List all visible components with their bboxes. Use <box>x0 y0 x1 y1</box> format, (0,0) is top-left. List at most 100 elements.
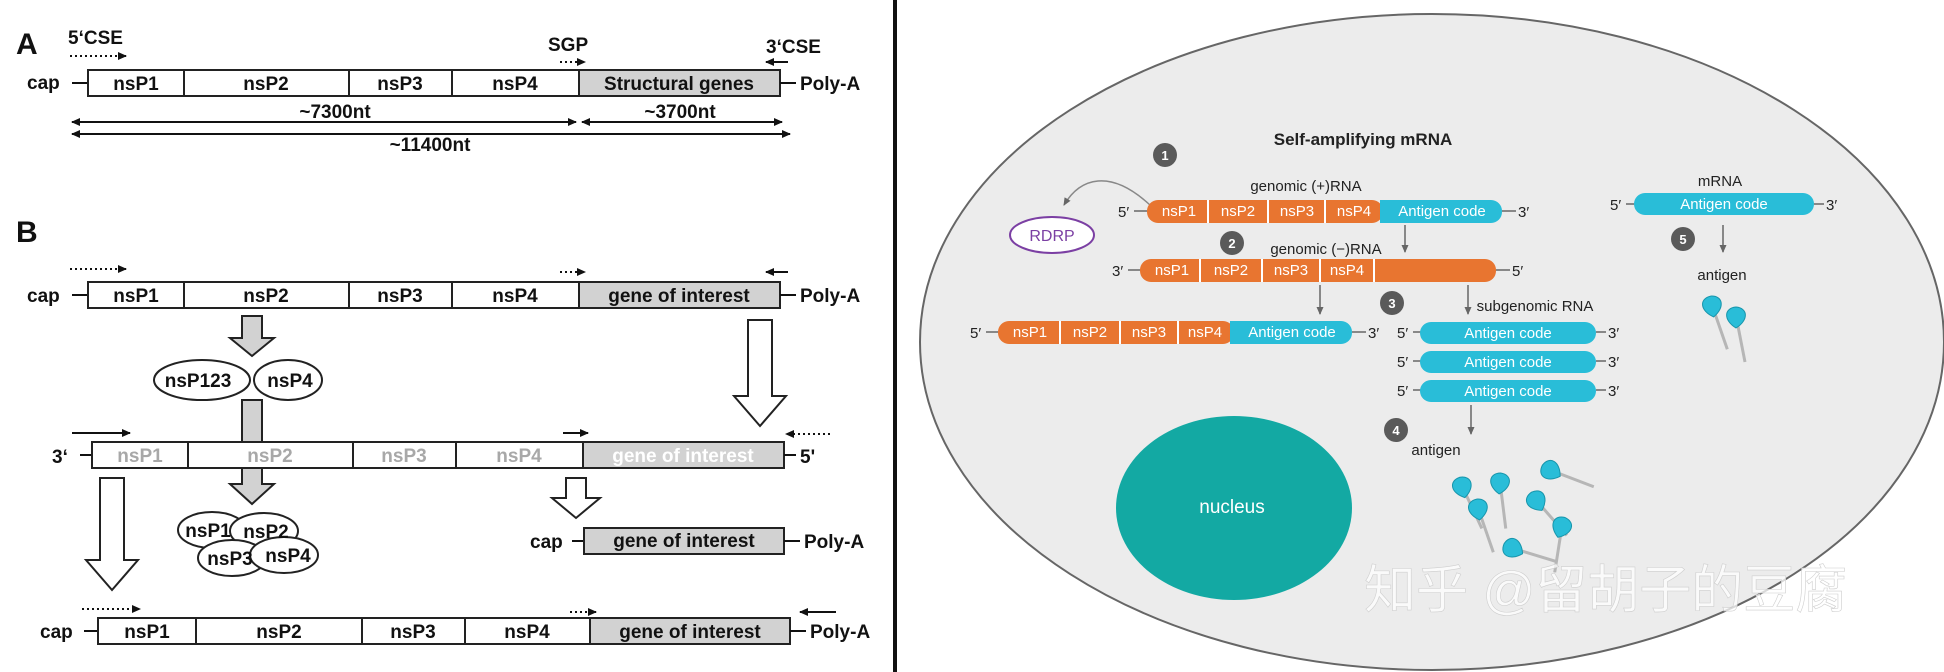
strand-3prime: 3′ <box>1608 383 1619 400</box>
genomic-plus-label: genomic (+)RNA <box>1250 178 1361 195</box>
cluster-label: nsP4 <box>265 546 311 567</box>
antigen-label: antigen <box>1697 267 1746 284</box>
title: Self-amplifying mRNA <box>1274 130 1453 149</box>
panel-left: A 5‘CSE SGP 3‘CSE cap nsP1 nsP2 nsP3 nsP… <box>0 0 893 672</box>
polya-label: Poly-A <box>800 286 860 307</box>
cluster-label: nsP1 <box>185 521 231 542</box>
mrna-strand <box>1634 193 1814 215</box>
cap-label: cap <box>530 532 563 553</box>
gene-box-goi <box>589 617 791 645</box>
gene-label: nsP2 <box>256 622 301 643</box>
segment-label: nsP1 <box>1155 262 1189 279</box>
end3-label: 3‘ <box>52 447 68 468</box>
rdrp-oval <box>1009 216 1095 254</box>
polya-label: Poly-A <box>810 622 870 643</box>
gene-label: nsP4 <box>496 446 542 467</box>
segment-label: nsP4 <box>1330 262 1364 279</box>
step-number: 1 <box>1161 148 1168 163</box>
cse5-label: 5‘CSE <box>68 28 123 49</box>
gene-label: nsP1 <box>124 622 170 643</box>
subgenomic-arrow <box>549 477 603 520</box>
step-badge <box>1671 227 1695 251</box>
gene-label: nsP1 <box>113 286 159 307</box>
gene-box-nsp3 <box>348 281 453 309</box>
gene-box-nsp2 <box>195 617 363 645</box>
segment-label: nsP2 <box>1073 324 1107 341</box>
gene-box-nsp1 <box>91 441 189 469</box>
strand-5prime: 5′ <box>1118 204 1129 221</box>
step-badge <box>1220 231 1244 255</box>
nsp123-oval <box>153 359 251 401</box>
rdrp-arrow <box>1063 180 1151 206</box>
panel-b-label: B <box>16 216 38 249</box>
gene-label: nsP3 <box>377 74 422 95</box>
goi-label: gene of interest <box>608 286 750 307</box>
replicated-genomic-strand <box>998 321 1234 344</box>
gene-label: nsP1 <box>113 74 159 95</box>
watermark: 知乎 @留胡子的豆腐 <box>1364 562 1847 620</box>
subgenomic-strand: 5′ Antigen code 3′ <box>1397 351 1619 373</box>
minus-strand-arrow <box>731 319 789 428</box>
strand-3prime: 3′ <box>1826 197 1837 214</box>
mrna-label: mRNA <box>1698 173 1742 190</box>
step-badge <box>1153 143 1177 167</box>
goi-label: gene of interest <box>613 531 755 552</box>
gene-label: nsP2 <box>243 74 288 95</box>
strand-5prime: 5′ <box>1397 325 1408 342</box>
step-number: 4 <box>1392 423 1400 438</box>
polya-label: Poly-A <box>804 532 864 553</box>
step-number: 3 <box>1388 296 1395 311</box>
nsp123-label: nsP123 <box>165 371 232 392</box>
sgp-label: SGP <box>548 35 588 56</box>
rdrp-label: RDRP <box>1029 228 1074 245</box>
cluster-oval-nsp4 <box>249 536 319 574</box>
step-badge <box>1384 418 1408 442</box>
subgenomic-label: subgenomic RNA <box>1477 298 1594 315</box>
antigen-code-segment <box>1230 321 1352 344</box>
strand-3prime: 3′ <box>1608 325 1619 342</box>
segment-label: nsP1 <box>1162 203 1196 220</box>
antigen-code-segment <box>1380 200 1502 223</box>
subgenomic-strand: 5′ Antigen code 3′ <box>1397 322 1619 344</box>
gene-box-nsp2 <box>183 281 350 309</box>
gene-box-goi <box>578 281 781 309</box>
end5-label: 5' <box>800 447 815 468</box>
strand-3prime: 3′ <box>1608 354 1619 371</box>
gene-box-nsp2 <box>187 441 354 469</box>
cse3-label: 3‘CSE <box>766 37 821 58</box>
segment-label: Antigen code <box>1464 383 1552 400</box>
segment-label: nsP2 <box>1221 203 1255 220</box>
segment-label: Antigen code <box>1464 354 1552 371</box>
step-badge <box>1380 291 1404 315</box>
step-number: 5 <box>1679 232 1686 247</box>
strand-5prime: 5′ <box>1397 383 1408 400</box>
nucleus-label: nucleus <box>1199 497 1265 518</box>
panel-right: Self-amplifying mRNA 1 genomic (+)RNA RD… <box>897 0 1944 672</box>
antigen-label: antigen <box>1411 442 1460 459</box>
segment-label: nsP3 <box>1274 262 1308 279</box>
gene-box-nsp4 <box>455 441 584 469</box>
polya-label: Poly-A <box>800 74 860 95</box>
strand-5prime: 5′ <box>1397 354 1408 371</box>
nsp4-oval <box>253 359 323 401</box>
segment-label: Antigen code <box>1680 196 1768 213</box>
strand-5prime: 5′ <box>1512 263 1523 280</box>
strand-3prime: 3′ <box>1112 263 1123 280</box>
goi-label: gene of interest <box>612 446 754 467</box>
gene-label: nsP4 <box>492 74 538 95</box>
cluster-label: nsP2 <box>243 522 288 543</box>
gene-label: nsP4 <box>492 286 538 307</box>
segment-label: nsP2 <box>1214 262 1248 279</box>
segment-label: nsP3 <box>1132 324 1166 341</box>
strand-5prime: 5′ <box>970 325 981 342</box>
gene-label: nsP3 <box>381 446 426 467</box>
cap-label: cap <box>27 286 60 307</box>
panel-a-label: A <box>16 28 38 61</box>
nsp4-label: nsP4 <box>267 371 313 392</box>
segment-label: nsP3 <box>1280 203 1314 220</box>
cap-label: cap <box>27 73 60 94</box>
panel-b: B cap nsP1 nsP2 nsP3 nsP4 gene of intere… <box>16 216 870 645</box>
gene-label: nsP2 <box>247 446 292 467</box>
goi-label: gene of interest <box>619 622 761 643</box>
